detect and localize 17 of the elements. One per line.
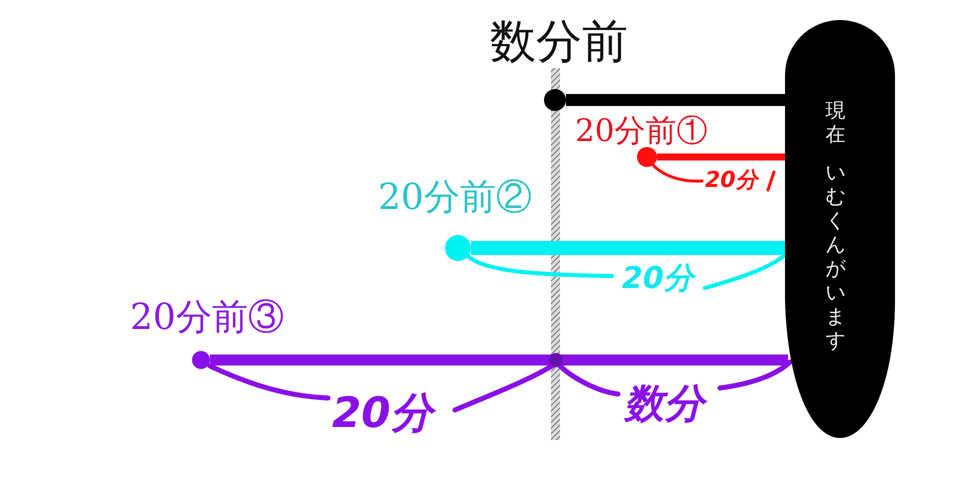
heading-text: 数分前 xyxy=(490,18,628,64)
timeline-line xyxy=(566,94,785,106)
point-dot xyxy=(192,351,210,369)
point-dot xyxy=(544,89,566,111)
vertical-text: 現在 xyxy=(825,98,846,146)
time-label: 20分前② xyxy=(378,180,532,216)
time-label: 20分前③ xyxy=(130,300,284,336)
duration-label: 20分 xyxy=(622,264,694,294)
vertical-text: いむくんがいます xyxy=(825,160,846,352)
duration-label: 20分 xyxy=(705,170,758,192)
timeline-line xyxy=(657,154,785,160)
timeline-line xyxy=(471,241,785,255)
point-dot xyxy=(445,235,471,261)
capsule-shape xyxy=(785,20,895,440)
time-label: 20分前① xyxy=(575,116,708,147)
point-dot xyxy=(637,147,657,167)
timeline-line xyxy=(210,354,788,366)
